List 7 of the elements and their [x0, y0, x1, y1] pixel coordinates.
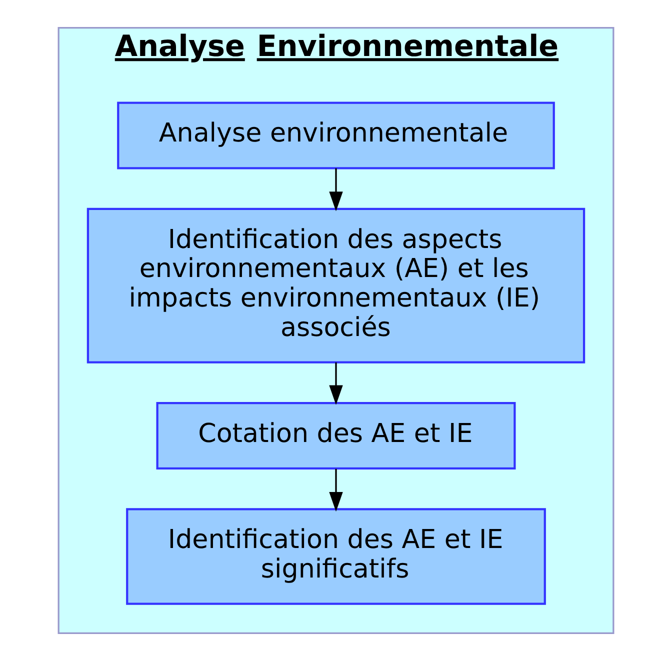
- arrow: [329, 362, 343, 405]
- node-box: Identification des AE et IE significatifs: [126, 508, 546, 605]
- arrow: [329, 468, 343, 512]
- node-box: Cotation des AE et IE: [156, 402, 516, 470]
- arrow: [329, 168, 343, 212]
- node-box: Identification des aspects environnementaux (AE) et les impacts environnementaux (IE) associés: [86, 208, 586, 364]
- node-box: Analyse environnementale: [117, 102, 555, 170]
